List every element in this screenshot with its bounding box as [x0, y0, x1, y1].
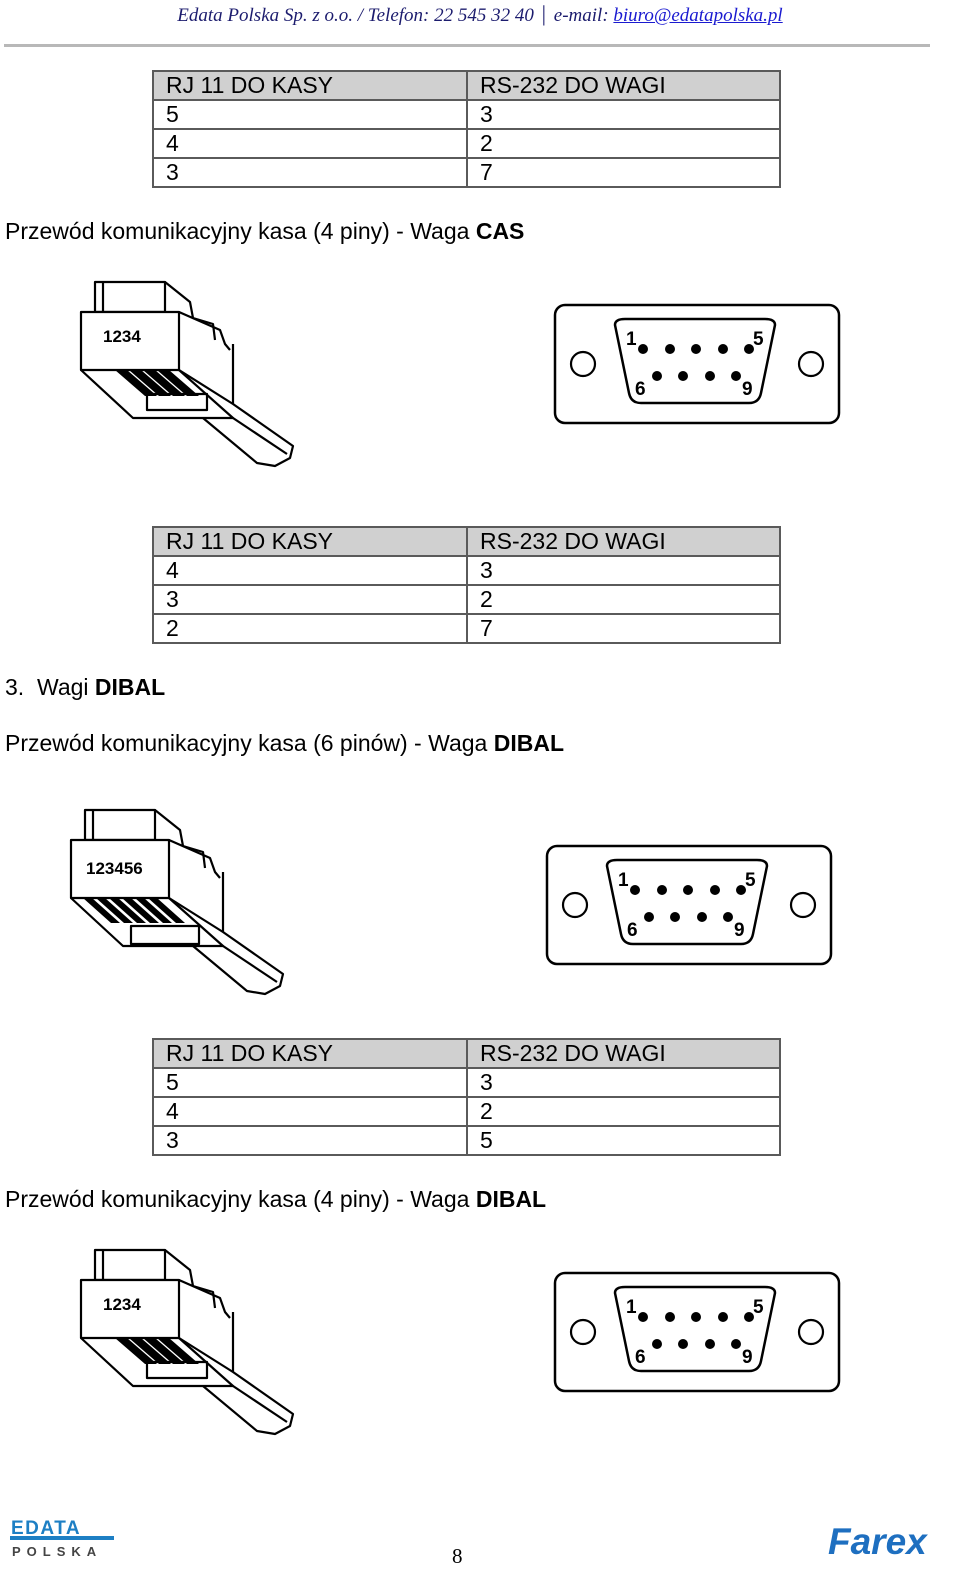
- table-cell: 4: [152, 1096, 468, 1127]
- section-number: 3.: [5, 674, 25, 700]
- table-row: 4 2: [152, 128, 781, 159]
- logo-polska-text: POLSKA: [12, 1544, 102, 1559]
- table-row: 2 7: [152, 613, 781, 644]
- table-header-cell: RS-232 DO WAGI: [466, 526, 781, 557]
- table-row: 5 3: [152, 1067, 781, 1098]
- table-row: 4 2: [152, 1096, 781, 1127]
- table-cell: 2: [466, 1096, 781, 1127]
- table-header-cell: RS-232 DO WAGI: [466, 70, 781, 101]
- table-header-cell: RS-232 DO WAGI: [466, 1038, 781, 1069]
- table-cell: 3: [152, 1125, 468, 1156]
- table-cell: 5: [152, 99, 468, 130]
- table-header-cell: RJ 11 DO KASY: [152, 1038, 468, 1069]
- table-cell: 4: [152, 555, 468, 586]
- page-number: 8: [452, 1544, 463, 1568]
- table-cell: 3: [152, 584, 468, 615]
- table-cell: 5: [466, 1125, 781, 1156]
- db9-pin-1-label: 1: [626, 1297, 637, 1318]
- logo-farex-text: Farex: [828, 1521, 928, 1562]
- db9-pin-6-label: 6: [627, 920, 638, 941]
- db9-pin-5-label: 5: [745, 870, 756, 891]
- rj11-6pin-connector-diagram: 123456: [69, 808, 285, 996]
- db9-pin-1-label: 1: [618, 870, 629, 891]
- db9-connector-diagram: 1 5 6 9: [553, 303, 841, 425]
- db9-pin-1-label: 1: [626, 329, 637, 350]
- table-cell: 7: [466, 613, 781, 644]
- pin-table-dibal-4pin: RJ 11 DO KASY RS-232 DO WAGI 5 3 4 2 3 5: [152, 1038, 781, 1156]
- rj11-4pin-connector-diagram: 1234: [79, 280, 295, 468]
- section-text: Wagi: [36, 674, 95, 700]
- rj11-pin-numbers: 1234: [103, 327, 141, 346]
- db9-pin-5-label: 5: [753, 1297, 764, 1318]
- caption-brand: DIBAL: [493, 730, 565, 756]
- table-cell: 2: [466, 128, 781, 159]
- db9-pin-6-label: 6: [635, 1347, 646, 1368]
- farex-logo: Farex: [828, 1521, 928, 1562]
- caption-dibal-4pin: Przewód komunikacyjny kasa (4 piny) - Wa…: [5, 1185, 546, 1213]
- table-cell: 3: [152, 157, 468, 188]
- page-header: Edata Polska Sp. z o.o. / Telefon: 22 54…: [0, 0, 960, 30]
- table-cell: 3: [466, 99, 781, 130]
- pin-table-cas: RJ 11 DO KASY RS-232 DO WAGI 5 3 4 2 3 7: [152, 70, 781, 188]
- table-header-cell: RJ 11 DO KASY: [152, 526, 468, 557]
- table-cell: 3: [466, 1067, 781, 1098]
- section-brand: DIBAL: [94, 674, 166, 700]
- table-cell: 5: [152, 1067, 468, 1098]
- table-row: 5 3: [152, 99, 781, 130]
- caption-text: Przewód komunikacyjny kasa (4 piny) - Wa…: [5, 218, 476, 244]
- db9-connector-diagram: 1 5 6 9: [553, 1271, 841, 1393]
- db9-pin-9-label: 9: [734, 920, 745, 941]
- table-header-cell: RJ 11 DO KASY: [152, 70, 468, 101]
- db9-connector-diagram: 1 5 6 9: [545, 844, 833, 966]
- table-cell: 7: [466, 157, 781, 188]
- table-row: 3 5: [152, 1125, 781, 1156]
- db9-pin-9-label: 9: [742, 1347, 753, 1368]
- table-cell: 2: [466, 584, 781, 615]
- rj11-pin-numbers: 1234: [103, 1295, 141, 1314]
- caption-cas-4pin: Przewód komunikacyjny kasa (4 piny) - Wa…: [5, 217, 524, 245]
- header-email-label: e-mail:: [553, 5, 609, 26]
- table-cell: 4: [152, 128, 468, 159]
- rj11-4pin-connector-diagram: 1234: [79, 1248, 295, 1436]
- caption-text: Przewód komunikacyjny kasa (6 pinów) - W…: [5, 730, 494, 756]
- section-heading-dibal: 3. Wagi DIBAL: [5, 673, 165, 701]
- table-row: 3 7: [152, 157, 781, 188]
- table-cell: 3: [466, 555, 781, 586]
- header-separator: |: [541, 1, 547, 26]
- logo-edata-text: EDATA: [11, 1518, 81, 1539]
- caption-brand: CAS: [475, 218, 525, 244]
- table-header-row: RJ 11 DO KASY RS-232 DO WAGI: [152, 70, 781, 101]
- table-row: 3 2: [152, 584, 781, 615]
- header-divider: [4, 44, 930, 47]
- db9-pin-5-label: 5: [753, 329, 764, 350]
- table-header-row: RJ 11 DO KASY RS-232 DO WAGI: [152, 1038, 781, 1069]
- pin-table-dibal-6pin: RJ 11 DO KASY RS-232 DO WAGI 4 3 3 2 2 7: [152, 526, 781, 644]
- header-email-link[interactable]: biuro@edatapolska.pl: [613, 5, 783, 26]
- table-header-row: RJ 11 DO KASY RS-232 DO WAGI: [152, 526, 781, 557]
- rj11-pin-numbers: 123456: [86, 859, 143, 878]
- db9-pin-6-label: 6: [635, 379, 646, 400]
- caption-text: Przewód komunikacyjny kasa (4 piny) - Wa…: [5, 1186, 476, 1212]
- caption-brand: DIBAL: [475, 1186, 547, 1212]
- header-company: Edata Polska Sp. z o.o. / Telefon: 22 54…: [177, 5, 534, 26]
- edata-polska-logo: EDATA POLSKA: [10, 1518, 114, 1559]
- table-cell: 2: [152, 613, 468, 644]
- caption-dibal-6pin: Przewód komunikacyjny kasa (6 pinów) - W…: [5, 729, 564, 757]
- table-row: 4 3: [152, 555, 781, 586]
- db9-pin-9-label: 9: [742, 379, 753, 400]
